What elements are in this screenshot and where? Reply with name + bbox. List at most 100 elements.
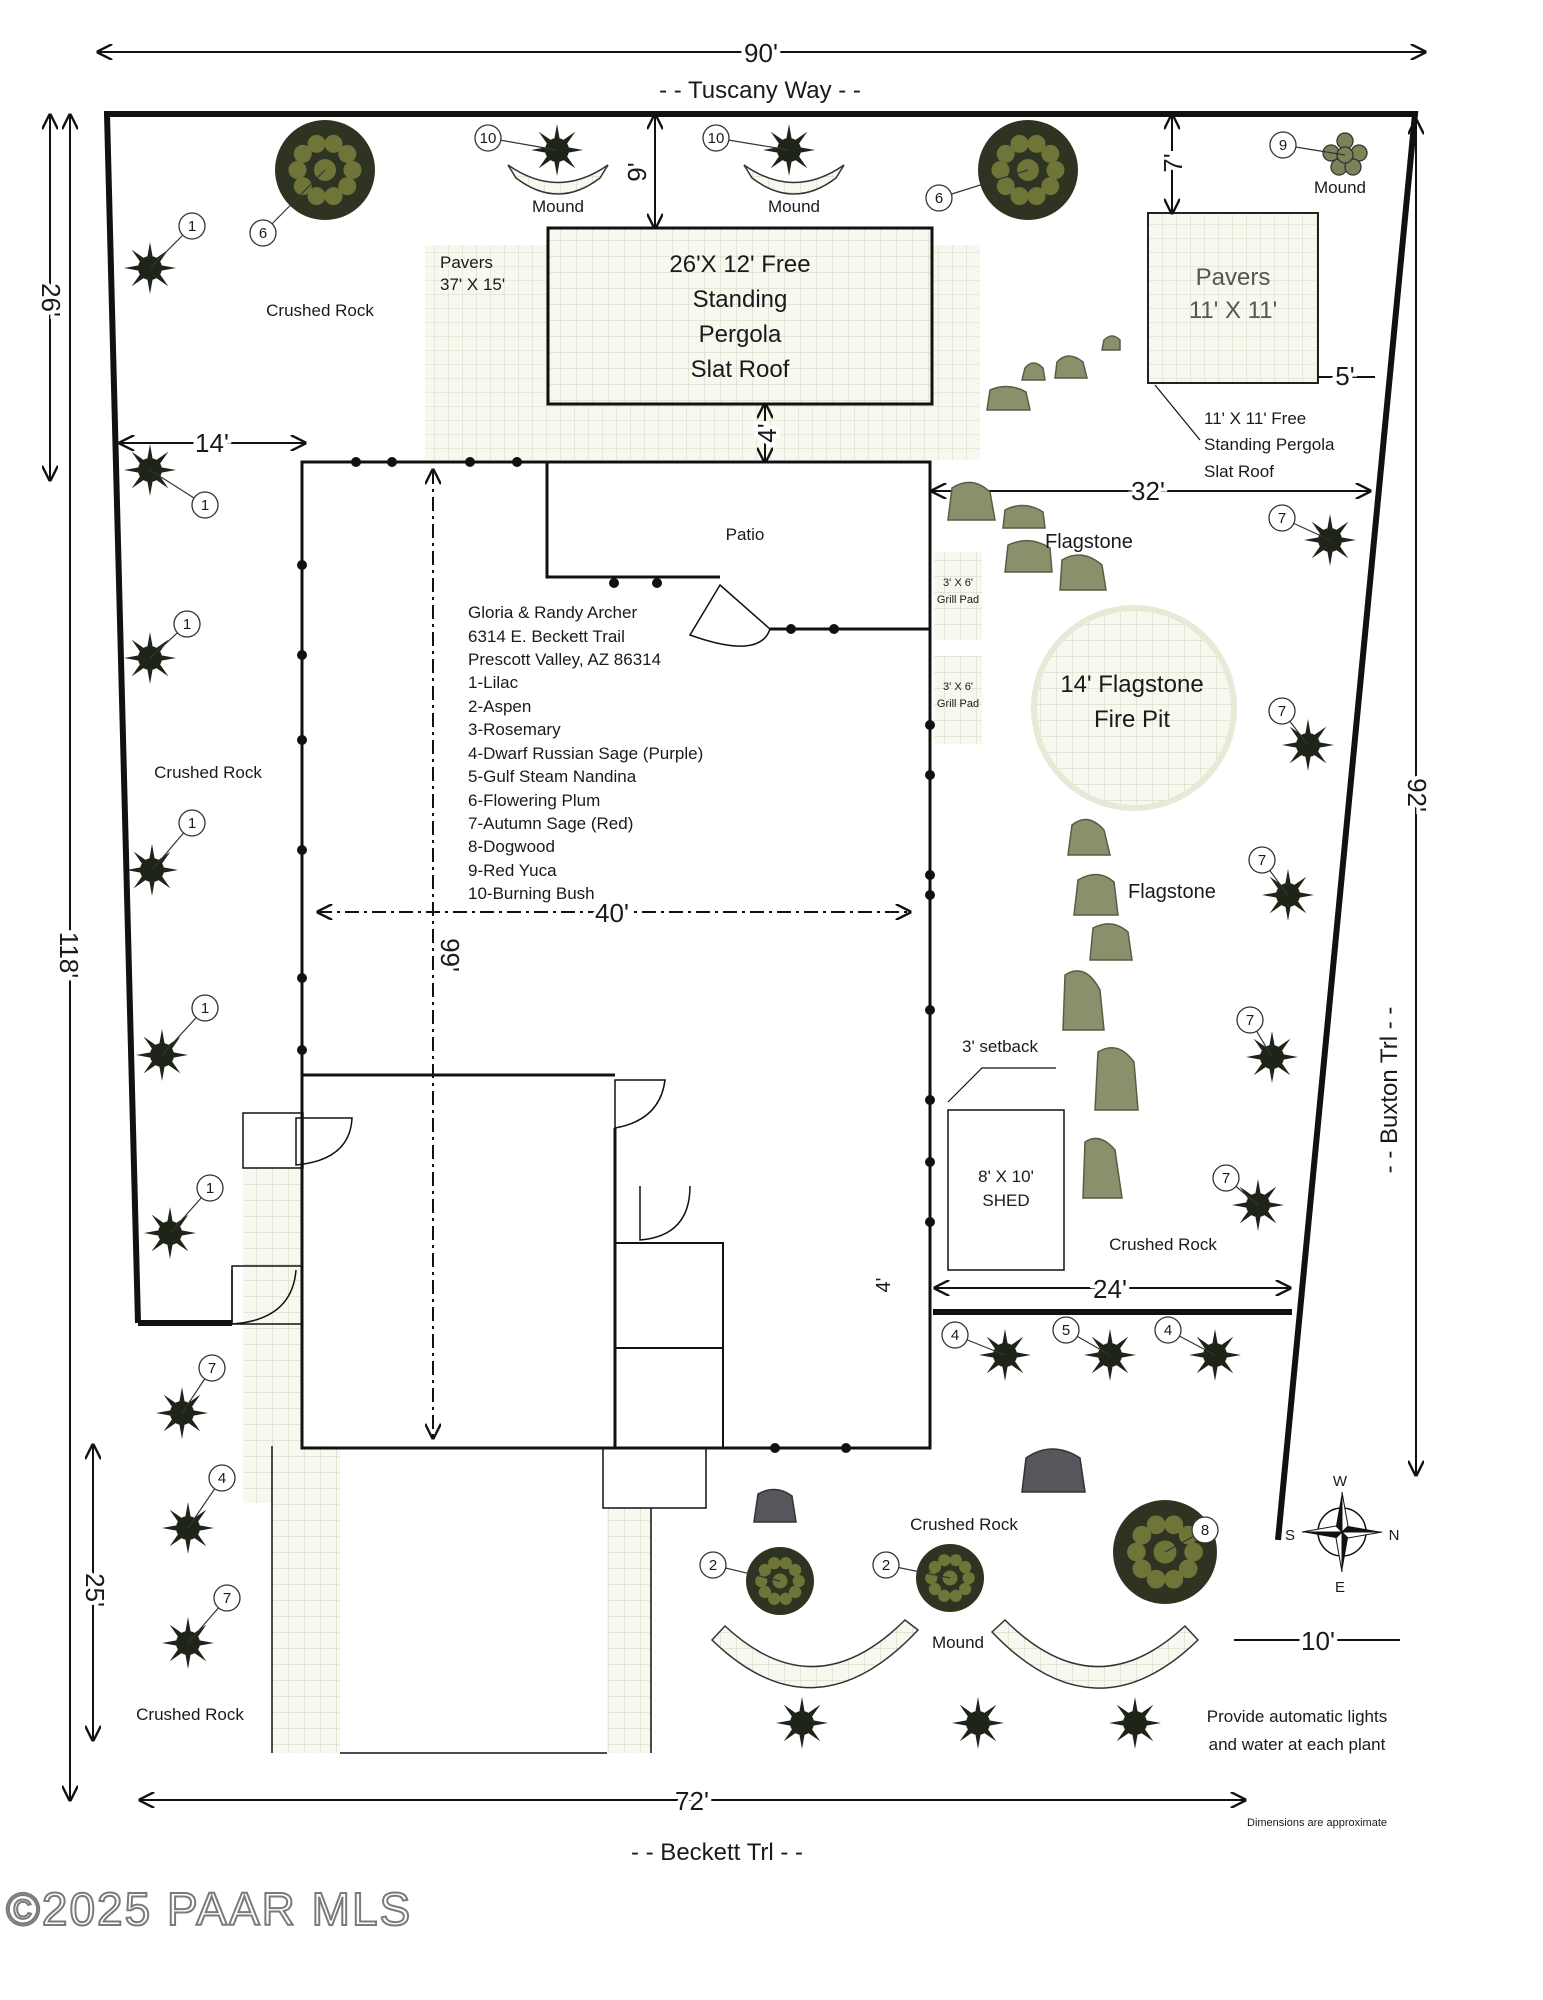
grill-pad-2: [934, 656, 982, 744]
driveway-strip-east: [607, 1508, 651, 1753]
plant-number-badge: 7: [1268, 504, 1331, 541]
dim-house-depth: 99': [435, 938, 465, 972]
plant-number-badge: 1: [161, 994, 219, 1056]
svg-text:Pergola: Pergola: [699, 321, 782, 348]
pergola-main-label: 26'X 12' Free Standing Pergola Slat Roof: [669, 251, 810, 383]
copyright-watermark: ©2025 PAAR MLS: [6, 1883, 412, 1935]
compass-n: N: [1389, 1527, 1400, 1544]
plant-number: 1: [201, 1000, 209, 1017]
plant-number: 7: [1278, 510, 1286, 527]
dim-corner: 10': [1301, 1626, 1335, 1656]
svg-text:Slat Roof: Slat Roof: [1204, 462, 1274, 481]
svg-text:6314 E. Beckett Trail: 6314 E. Beckett Trail: [468, 627, 625, 646]
mound-arc-1: [507, 164, 609, 195]
plant-number-badge: 6: [925, 169, 1029, 212]
svg-text:Slat Roof: Slat Roof: [691, 356, 790, 383]
plant-number: 1: [188, 218, 196, 235]
svg-text:8-Dogwood: 8-Dogwood: [468, 837, 555, 856]
mound-label-2: Mound: [768, 197, 820, 216]
street-north: - - Tuscany Way - -: [659, 77, 861, 104]
compass-w: W: [1333, 1473, 1348, 1490]
plant-number-badge: 4: [187, 1464, 236, 1529]
grill-pad-label-1: 3' X 6' Grill Pad: [937, 577, 979, 606]
plant-number: 7: [1258, 852, 1266, 869]
plant-number-badge: 8: [1164, 1516, 1219, 1553]
door-swings: [231, 583, 771, 1325]
plant-number-badge: 6: [249, 169, 326, 247]
compass-s: S: [1285, 1527, 1295, 1544]
dimension-lines: [50, 52, 1425, 1800]
plant-number: 7: [223, 1590, 231, 1607]
plant-number-badge: 4: [1154, 1316, 1216, 1356]
svg-text:26'X 12' Free: 26'X 12' Free: [669, 251, 810, 278]
dim-right: 92': [1402, 778, 1432, 812]
plant-number: 10: [480, 130, 497, 147]
patio-label: Patio: [726, 525, 765, 544]
dimension-labels: 90' 72' 118' 26' 25' 92' 9' 4' 14' 32' 7…: [32, 34, 1436, 1820]
grill-pad-label-2: 3' X 6' Grill Pad: [937, 681, 979, 710]
svg-text:Pavers: Pavers: [440, 253, 493, 272]
dim-east-span: 32': [1131, 476, 1165, 506]
plant-number: 7: [1278, 703, 1286, 720]
mound-arc-3: [710, 1619, 920, 1689]
svg-text:Pavers: Pavers: [1196, 264, 1271, 291]
fire-pit-label: 14' Flagstone Fire Pit: [1060, 671, 1203, 733]
shrub-icon: [1282, 719, 1334, 771]
svg-text:Fire Pit: Fire Pit: [1094, 706, 1170, 733]
crushed-rock-label-5: Crushed Rock: [136, 1705, 244, 1724]
svg-text:7-Autumn Sage (Red): 7-Autumn Sage (Red): [468, 814, 633, 833]
dim-shed-gap: 4': [873, 1278, 895, 1293]
dim-small-pergola-side: 5': [1335, 361, 1354, 391]
shrub-icon: [952, 1697, 1004, 1749]
dim-pergola-gap: 4': [752, 423, 782, 442]
svg-text:11' X 11' Free: 11' X 11' Free: [1204, 409, 1306, 428]
svg-text:Gloria & Randy Archer: Gloria & Randy Archer: [468, 603, 637, 622]
svg-text:4-Dwarf Russian Sage (Purple): 4-Dwarf Russian Sage (Purple): [468, 744, 703, 763]
svg-text:Prescott Valley, AZ 86314: Prescott Valley, AZ 86314: [468, 650, 661, 669]
plant-number: 4: [951, 1327, 959, 1344]
mound-label-4: Mound: [932, 1633, 984, 1652]
plant-number-badge: 2: [699, 1551, 781, 1582]
grill-pad-1: [934, 552, 982, 640]
plant-number-badge: 1: [149, 610, 201, 659]
plant-number: 1: [183, 616, 191, 633]
plant-number-badge: 1: [149, 469, 219, 519]
svg-text:and water at each plant: and water at each plant: [1209, 1735, 1386, 1754]
plant-number: 4: [218, 1470, 226, 1487]
svg-text:SHED: SHED: [982, 1191, 1029, 1210]
dim-left-lower: 25': [80, 1573, 110, 1607]
plant-number-badge: 7: [1248, 846, 1289, 896]
street-east: - - Buxton Trl - -: [1376, 1007, 1403, 1174]
plant-number-badge: 9: [1269, 131, 1346, 159]
svg-text:Standing Pergola: Standing Pergola: [1204, 435, 1335, 454]
svg-text:5-Gulf Steam Nandina: 5-Gulf Steam Nandina: [468, 767, 637, 786]
plant-number-badge: 2: [872, 1551, 951, 1579]
street-south: - - Beckett Trl - -: [631, 1839, 803, 1866]
shrub-icon: [1109, 1697, 1161, 1749]
wall-lights: [297, 457, 935, 1453]
svg-text:Provide automatic lights: Provide automatic lights: [1207, 1707, 1387, 1726]
plant-number-badge: 7: [1212, 1164, 1259, 1206]
plant-number: 6: [259, 225, 267, 242]
shed: [947, 1109, 1065, 1271]
svg-text:14' Flagstone: 14' Flagstone: [1060, 671, 1203, 698]
crushed-rock-label-2: Crushed Rock: [154, 763, 262, 782]
mound-arc-2: [743, 164, 845, 195]
svg-text:3' X 6': 3' X 6': [943, 577, 973, 589]
plant-number: 10: [708, 130, 725, 147]
approx-note: Dimensions are approximate: [1247, 1817, 1387, 1829]
shed-label: 8' X 10' SHED: [978, 1167, 1034, 1210]
shrub-icon: [776, 1697, 828, 1749]
shrub-icon: [1304, 514, 1356, 566]
lights-note: Provide automatic lights and water at ea…: [1207, 1707, 1387, 1754]
compass-rose-icon: W N E S: [1285, 1473, 1399, 1596]
plant-number: 1: [188, 815, 196, 832]
plant-number: 1: [201, 497, 209, 514]
pavers-small-label: Pavers 11' X 11': [1189, 264, 1277, 324]
svg-text:6-Flowering Plum: 6-Flowering Plum: [468, 791, 600, 810]
plant-number-badge: 1: [151, 809, 206, 871]
svg-text:1-Lilac: 1-Lilac: [468, 673, 519, 692]
svg-text:9-Red Yuca: 9-Red Yuca: [468, 861, 557, 880]
plant-number: 9: [1279, 137, 1287, 154]
